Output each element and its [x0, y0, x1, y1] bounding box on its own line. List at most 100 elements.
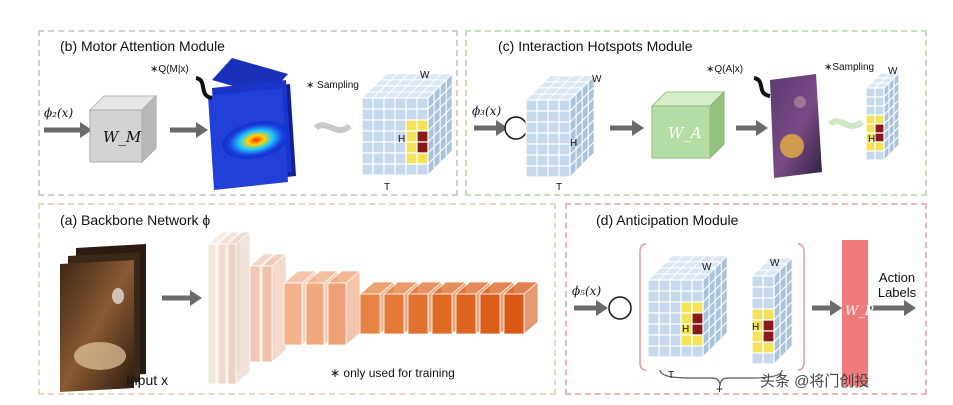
anticipation-grid2-w: W	[770, 258, 780, 269]
anticipation-input-label: ϕ₅(x)	[572, 284, 602, 298]
grid-cell	[558, 99, 571, 112]
grid-cell	[405, 97, 418, 110]
grid-cell	[680, 312, 693, 325]
motor-input-arrow	[44, 122, 92, 138]
grid-cell	[558, 154, 571, 167]
grid-cell	[751, 286, 764, 299]
hotspot-heatmap-image	[770, 74, 822, 178]
grid-cell	[525, 99, 538, 112]
motor-input-label: ϕ₂(x)	[44, 106, 74, 120]
backbone-layer	[345, 270, 361, 346]
anticipation-input-arrow	[574, 300, 608, 316]
grid-cell	[405, 163, 418, 176]
grid-cell	[558, 110, 571, 123]
grid-cell	[865, 150, 876, 161]
backbone-layer	[227, 243, 237, 385]
grid-cell	[865, 87, 876, 98]
grid-cell	[751, 275, 764, 288]
grid-cell	[547, 143, 560, 156]
grid-cell	[680, 290, 693, 303]
grid-cell	[416, 141, 429, 154]
action-labels-output: Action Labels	[877, 270, 917, 300]
anticipation-grid2-h: H	[752, 322, 760, 333]
motor-sampling-label: ∗ Sampling	[306, 80, 359, 91]
grid-cell	[383, 119, 396, 132]
wp-label: W_P	[845, 304, 874, 319]
grid-cell	[547, 99, 560, 112]
anticipation-output-arrow	[870, 300, 916, 316]
grid-cell	[874, 114, 885, 125]
grid-cell	[874, 141, 885, 152]
wa-block	[650, 90, 726, 160]
backbone-layers	[206, 231, 540, 385]
grid-cell	[558, 165, 571, 178]
grid-cell	[394, 163, 407, 176]
grid-cell	[658, 312, 671, 325]
motor-q-label: ∗Q(M|x)	[150, 64, 189, 75]
hotspot-grid2-h: H	[868, 134, 876, 145]
grid-cell	[525, 121, 538, 134]
training-footnote: ∗ only used for training	[330, 366, 455, 380]
grid-cell	[762, 308, 775, 321]
grid-cell	[383, 141, 396, 154]
grid-cell	[647, 345, 660, 358]
grid-cell	[547, 132, 560, 145]
grid-cell	[361, 152, 374, 165]
grid-cell	[416, 152, 429, 165]
grid-cell	[762, 275, 775, 288]
anticipation-hotspot-grid	[750, 256, 794, 366]
grid-cell	[558, 143, 571, 156]
grid-cell	[372, 119, 385, 132]
anticipation-grid-t: T	[668, 370, 675, 381]
grid-cell	[762, 341, 775, 354]
grid-cell	[525, 154, 538, 167]
grid-cell	[874, 123, 885, 134]
grid-cell	[691, 312, 704, 325]
grid-cell	[525, 132, 538, 145]
anticipation-grid-h: H	[682, 324, 690, 335]
bracket-left	[639, 243, 647, 371]
hotspot-grid2-w: W	[888, 66, 898, 77]
backbone-layer	[217, 243, 227, 385]
motor-grid-h: H	[398, 134, 406, 145]
grid-cell	[405, 108, 418, 121]
grid-cell	[394, 108, 407, 121]
grid-cell	[647, 334, 660, 347]
hotspot-grid-w: W	[592, 74, 602, 85]
input-x-label: Input x	[126, 372, 169, 388]
hotspot-grid-h: H	[570, 138, 578, 149]
grid-cell	[361, 108, 374, 121]
hotspot-input-arrow	[474, 120, 508, 136]
anticipation-mid-arrow	[812, 300, 842, 316]
grid-cell	[762, 286, 775, 299]
hotspot-out-arrow	[736, 120, 768, 136]
grid-cell	[416, 108, 429, 121]
grid-cell	[669, 301, 682, 314]
grid-cell	[372, 130, 385, 143]
backbone-layer	[207, 243, 217, 385]
sampling-tilde	[313, 122, 352, 133]
grid-cell	[536, 110, 549, 123]
backbone-layer	[479, 293, 501, 335]
sum-brace	[659, 369, 783, 387]
grid-cell	[762, 330, 775, 343]
grid-cell	[405, 119, 418, 132]
grid-cell	[536, 99, 549, 112]
motor-grid-w: W	[420, 70, 430, 81]
grid-cell	[762, 319, 775, 332]
grid-cell	[658, 301, 671, 314]
grid-cell	[669, 323, 682, 336]
wp-block	[842, 240, 868, 386]
grid-cell	[416, 97, 429, 110]
motor-sampled-grid	[360, 72, 454, 177]
grid-cell	[383, 97, 396, 110]
grid-cell	[680, 279, 693, 292]
backbone-layer	[327, 282, 347, 346]
grid-cell	[536, 165, 549, 178]
grid-cell	[669, 290, 682, 303]
hotspot-elementwise-op	[504, 116, 528, 140]
input-video-frames	[60, 244, 146, 392]
grid-cell	[669, 312, 682, 325]
grid-cell	[669, 334, 682, 347]
backbone-network-module	[38, 203, 556, 395]
